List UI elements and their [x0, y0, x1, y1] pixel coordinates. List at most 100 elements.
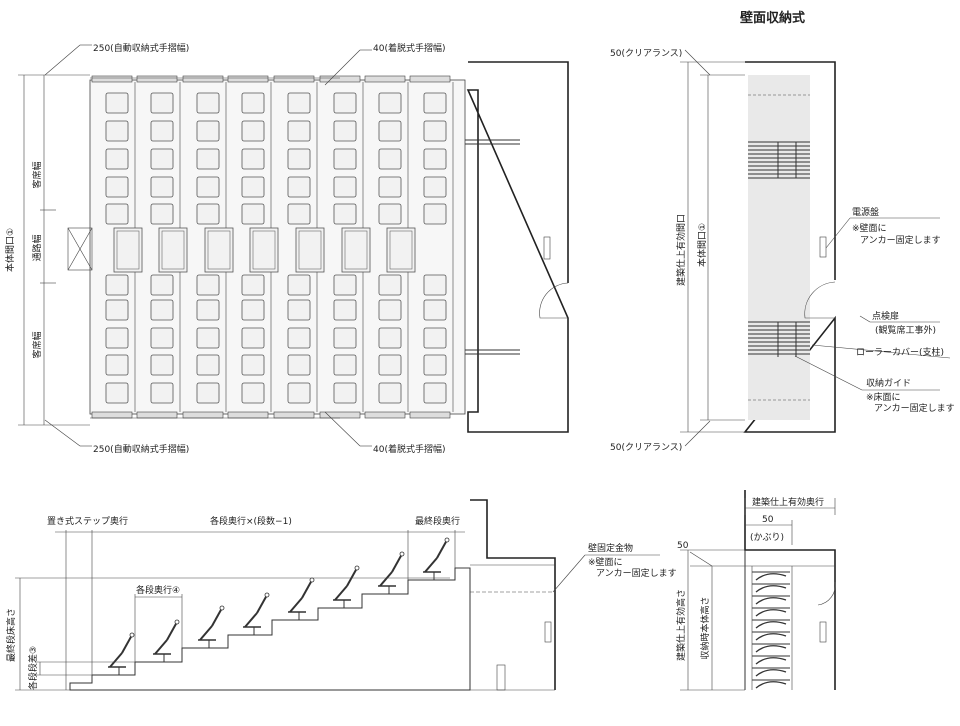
chair: [288, 577, 315, 620]
inspection-door-note: (観覧席工事外): [875, 324, 936, 336]
chair: [108, 632, 135, 675]
body-height-label: 収納時本体高さ: [699, 596, 711, 659]
seat: [196, 299, 220, 321]
seat-width-top-label: 客席幅: [31, 161, 43, 188]
seat-columns: [91, 75, 454, 419]
seat: [333, 354, 357, 376]
seat: [287, 382, 311, 404]
plan-wall-pocket: [466, 61, 569, 433]
wall-bracket-label: 壁固定金物: [588, 542, 633, 554]
each-step-height-label: 各段段差③: [27, 646, 39, 690]
title: 壁面収納式: [740, 10, 805, 26]
seat: [150, 92, 174, 114]
clearance-bottom: 50(クリアランス): [610, 442, 682, 453]
dim-top-left: 250(自動収納式手摺幅): [93, 42, 189, 54]
seat: [196, 176, 220, 198]
seat: [423, 148, 447, 170]
seat: [333, 203, 357, 225]
seat: [196, 382, 220, 404]
seat: [423, 327, 447, 349]
storage-guide-label: 収納ガイド: [866, 377, 911, 389]
seat: [150, 274, 174, 296]
seat-width-bottom-label: 客席幅: [31, 331, 43, 358]
seat: [105, 274, 129, 296]
seat: [196, 92, 220, 114]
seat: [333, 382, 357, 404]
seat: [378, 176, 402, 198]
roller-bands: [748, 141, 810, 357]
seat: [378, 274, 402, 296]
body-width-label: 本体間口①: [696, 223, 708, 267]
seat: [241, 299, 265, 321]
aisle-step: [204, 227, 234, 273]
seat: [333, 274, 357, 296]
seat: [287, 354, 311, 376]
seat: [150, 354, 174, 376]
overhang-value: 50: [762, 515, 774, 525]
seat: [287, 203, 311, 225]
dim-top-right: 40(着脱式手摺幅): [373, 42, 445, 54]
seat: [105, 327, 129, 349]
building-width-label: 建築仕上有効間口: [675, 214, 687, 286]
seat: [241, 327, 265, 349]
wall-bracket-note2: アンカー固定します: [596, 567, 677, 579]
seat: [423, 176, 447, 198]
seat: [423, 92, 447, 114]
seat: [196, 203, 220, 225]
aisle-width-label: 通路幅: [31, 234, 43, 261]
seat: [333, 176, 357, 198]
seat: [150, 299, 174, 321]
clearance-top: 50(クリアランス): [610, 48, 682, 59]
chair: [423, 537, 450, 580]
aisle-step: [295, 227, 325, 273]
seat: [378, 382, 402, 404]
seat: [196, 148, 220, 170]
seat: [287, 176, 311, 198]
seat: [241, 382, 265, 404]
dim-bottom-right: 40(着脱式手摺幅): [373, 443, 445, 455]
last-step-label: 最終段奥行: [415, 515, 460, 527]
seat: [378, 354, 402, 376]
seat: [105, 148, 129, 170]
seat: [241, 148, 265, 170]
seat: [241, 274, 265, 296]
seat: [423, 382, 447, 404]
aisle-step: [113, 227, 143, 273]
chair: [153, 619, 180, 662]
seat: [287, 120, 311, 142]
chair: [333, 565, 360, 608]
chair: [243, 592, 270, 635]
inspection-door-label: 点検扉: [872, 310, 899, 322]
stepped-section: 置き式ステップ奥行 各段奥行×(段数−1) 最終段奥行 各段奥行④ 最終段床高さ…: [5, 499, 677, 691]
seat: [423, 274, 447, 296]
aisle-box: [67, 227, 93, 271]
seat: [378, 92, 402, 114]
seat: [241, 92, 265, 114]
seat: [423, 354, 447, 376]
power-panel-note1: ※壁面に: [852, 222, 887, 234]
seat: [333, 92, 357, 114]
seating-plan: 本体間口① 客席幅 通路幅 客席幅 250(自動収納式手摺幅) 40(着脱式手摺…: [4, 42, 569, 455]
aisle-step: [249, 227, 279, 273]
power-panel-label: 電源盤: [852, 206, 879, 218]
dim-bottom-left: 250(自動収納式手摺幅): [93, 443, 189, 455]
step-profile: [69, 567, 471, 691]
seat: [196, 354, 220, 376]
seat: [196, 120, 220, 142]
seat: [287, 148, 311, 170]
seat: [287, 92, 311, 114]
seat: [423, 299, 447, 321]
seat: [105, 354, 129, 376]
seat: [150, 327, 174, 349]
seat: [333, 120, 357, 142]
stored-rows: [751, 566, 793, 690]
seat: [105, 120, 129, 142]
seat: [150, 382, 174, 404]
aisle-step: [341, 227, 371, 273]
each-step-label: 各段奥行④: [136, 584, 180, 596]
seat: [378, 120, 402, 142]
seat: [105, 92, 129, 114]
last-floor-height-label: 最終段床高さ: [5, 608, 17, 662]
